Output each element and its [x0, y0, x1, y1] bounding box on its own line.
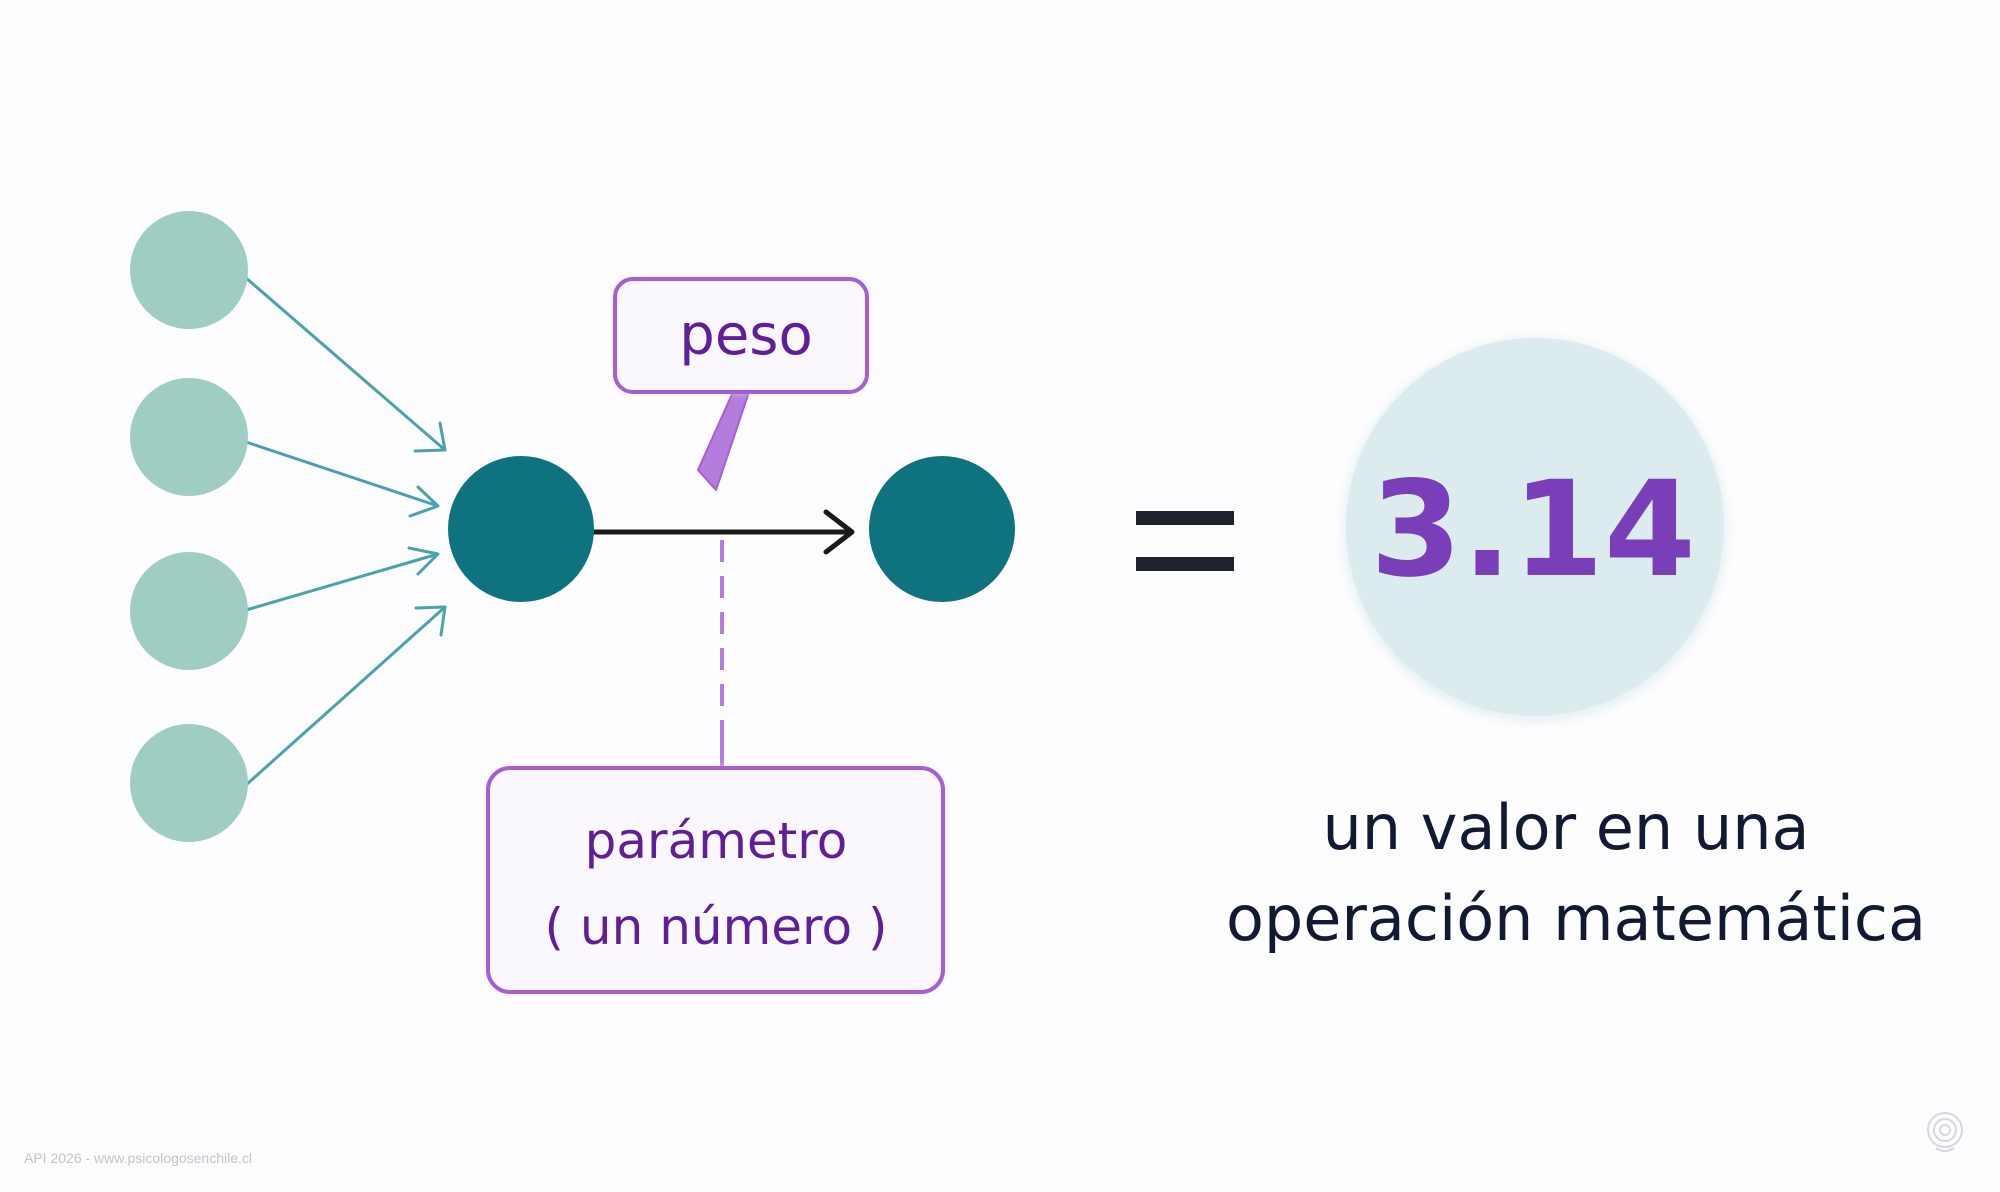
parameter-label-line1: parámetro [585, 812, 848, 870]
input-arrow-3 [245, 552, 439, 612]
input-arrow-4-head [414, 605, 447, 637]
input-node-4 [130, 724, 248, 842]
value-number: 3.14 [1370, 453, 1696, 607]
parameter-callout: parámetro ( un número ) [486, 766, 945, 994]
input-arrow-2-head [408, 485, 440, 518]
input-node-2 [130, 378, 248, 496]
description-line2: operación matemática [1226, 882, 1926, 955]
parameter-box [486, 766, 945, 994]
input-node-3 [130, 552, 248, 670]
equals-bar-top [1136, 511, 1234, 525]
weight-label: peso [679, 303, 812, 368]
weight-callout-tail [697, 391, 750, 491]
weighted-connection-arrowhead [823, 509, 855, 555]
input-connections [244, 276, 447, 787]
input-node-1 [130, 211, 248, 329]
input-arrow-3-head [407, 546, 440, 576]
equals-bar-bottom [1136, 557, 1234, 571]
equals-sign [1136, 511, 1234, 571]
input-nodes [130, 211, 248, 842]
output-node [869, 456, 1015, 602]
footer-credit: API 2026 - www.psicologosenchile.cl [24, 1150, 253, 1166]
corner-logo-icon [1927, 1112, 1963, 1152]
input-arrow-1-head [413, 421, 447, 453]
parameter-label-line2: ( un número ) [545, 898, 888, 956]
value-circle [1346, 338, 1724, 716]
input-arrow-1 [245, 276, 446, 452]
hidden-node [448, 456, 594, 602]
input-arrow-2 [245, 440, 439, 508]
weight-callout: peso [613, 277, 869, 491]
input-arrow-4 [244, 605, 447, 787]
description-line1: un valor en una [1322, 791, 1809, 864]
weight-callout-box [613, 277, 869, 394]
